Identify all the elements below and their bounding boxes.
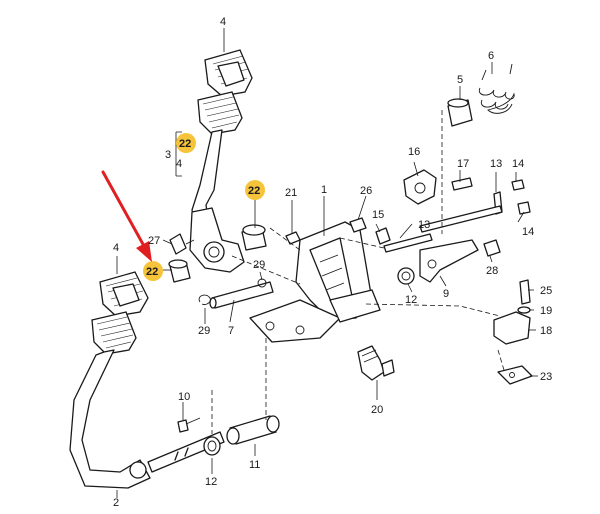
bolt-25 <box>519 279 531 305</box>
label-17: 17 <box>457 158 469 170</box>
label-15: 15 <box>372 209 384 221</box>
label-22-middle: 22 <box>248 185 260 197</box>
bushing-12-lower <box>203 436 221 456</box>
clip-29-left <box>198 294 211 305</box>
highlight-badge-22-middle <box>245 180 265 200</box>
label-19: 19 <box>540 305 552 317</box>
bellcrank-16 <box>403 169 437 205</box>
link-rod-13-lower <box>383 233 433 253</box>
label-23: 23 <box>540 371 552 383</box>
label-3: 3 <box>165 149 171 161</box>
return-spring-27 <box>169 233 195 255</box>
label-22-left: 22 <box>146 266 158 278</box>
label-2: 2 <box>113 497 119 509</box>
push-rod-13-upper <box>419 191 503 233</box>
label-27: 27 <box>148 235 160 247</box>
pivot-pin-7 <box>209 281 274 309</box>
lever-9 <box>419 239 479 283</box>
washer-19 <box>517 306 531 314</box>
upper-pedal-pad-rubber <box>204 49 253 97</box>
label-22-bracket: 22 <box>179 138 191 150</box>
bolt-17 <box>451 177 473 191</box>
label-21: 21 <box>285 187 297 199</box>
brake-light-switch-20 <box>357 345 395 381</box>
bracket-18 <box>493 311 531 345</box>
upper-pedal-bushing-22 <box>241 224 267 251</box>
label-29-right: 29 <box>253 259 265 271</box>
label-20: 20 <box>371 404 383 416</box>
label-25: 25 <box>540 285 552 297</box>
label-12-lower: 12 <box>205 476 217 488</box>
label-18: 18 <box>540 325 552 337</box>
lower-pedal-pad <box>91 311 137 355</box>
nut-28 <box>483 239 501 257</box>
spacer-tube-11 <box>226 415 280 445</box>
label-1: 1 <box>321 184 327 196</box>
label-4-left: 4 <box>113 242 119 254</box>
label-11: 11 <box>249 459 260 471</box>
bushing-5 <box>447 98 473 127</box>
highlight-badge-22-bracket <box>176 133 196 153</box>
label-26: 26 <box>360 185 372 197</box>
plate-23 <box>497 365 533 385</box>
label-13-lower: 13 <box>418 219 430 231</box>
label-12-right: 12 <box>405 294 417 306</box>
clip-15 <box>375 227 391 245</box>
bolt-10 <box>177 417 201 433</box>
highlight-badge-22-left <box>143 261 163 281</box>
upper-pedal-arm <box>189 129 245 273</box>
red-pointer-arrow <box>101 170 152 262</box>
label-4-bracket: 4 <box>176 158 182 170</box>
nut-21 <box>285 231 301 245</box>
bolt-14-upper <box>511 179 525 191</box>
bolt-14-lower <box>517 201 531 215</box>
label-9: 9 <box>443 288 449 300</box>
label-4-top: 4 <box>220 16 226 28</box>
label-14-lower: 14 <box>522 226 534 238</box>
label-14-upper: 14 <box>512 158 524 170</box>
label-16: 16 <box>408 146 420 158</box>
pedal-bracket-1 <box>249 221 381 343</box>
left-bushing-22 <box>168 259 191 283</box>
label-13-upper: 13 <box>490 158 502 170</box>
label-7: 7 <box>228 325 234 337</box>
lower-pedal-pad-rubber <box>99 271 149 317</box>
label-29-left: 29 <box>198 325 210 337</box>
spring-6 <box>478 63 515 114</box>
label-6: 6 <box>488 50 494 62</box>
label-5: 5 <box>457 74 463 86</box>
leader-lines <box>116 28 538 498</box>
label-28: 28 <box>486 265 498 277</box>
upper-pedal-pad <box>197 91 243 135</box>
bushing-12-right <box>397 267 415 285</box>
label-10: 10 <box>178 391 190 403</box>
lower-pedal-arm <box>69 349 151 489</box>
